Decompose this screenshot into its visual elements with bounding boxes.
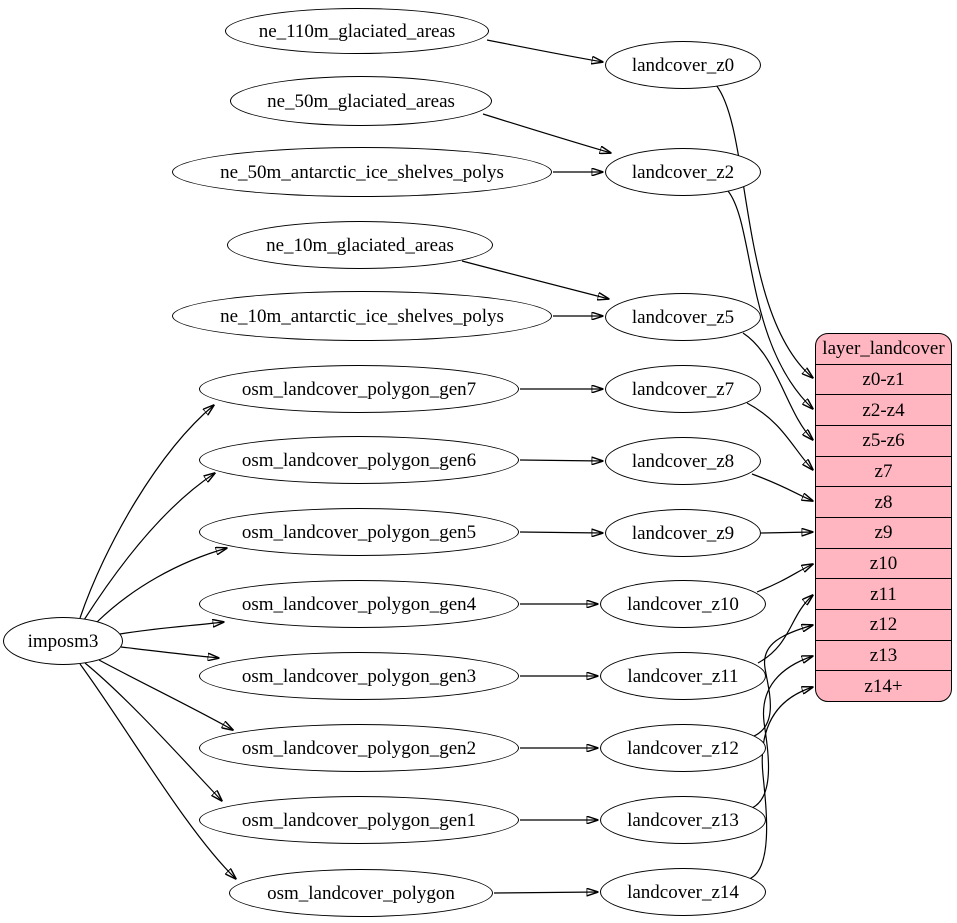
- edge-landcover_z11-to-layer_landcover-z11: [757, 595, 813, 664]
- node-landcover-z14: landcover_z14: [600, 868, 766, 916]
- node-imposm3: imposm3: [3, 617, 123, 665]
- node-label: landcover_z7: [631, 378, 735, 400]
- edge-imposm3-to-osm_landcover_polygon_gen6: [83, 473, 215, 621]
- node-label: osm_landcover_polygon_gen3: [241, 665, 477, 687]
- node-label: landcover_z5: [631, 306, 735, 328]
- record-row-z12: z12: [816, 609, 951, 640]
- record-row-z11: z11: [816, 578, 951, 609]
- record-row-z9: z9: [816, 517, 951, 548]
- node-landcover-z10: landcover_z10: [600, 580, 766, 628]
- node-osm-landcover-polygon-gen2: osm_landcover_polygon_gen2: [199, 724, 519, 772]
- edge-imposm3-to-osm_landcover_polygon_gen7: [79, 405, 214, 619]
- node-landcover-z0: landcover_z0: [605, 41, 761, 89]
- node-ne-110m-glaciated-areas: ne_110m_glaciated_areas: [225, 8, 489, 54]
- node-ne-50m-glaciated-areas: ne_50m_glaciated_areas: [230, 76, 492, 126]
- node-osm-landcover-polygon-gen4: osm_landcover_polygon_gen4: [199, 580, 519, 628]
- edge-imposm3-to-osm_landcover_polygon_gen5: [96, 548, 227, 623]
- edge-osm_landcover_polygon_gen5-to-landcover_z9: [519, 532, 603, 533]
- edge-landcover_z2-to-layer_landcover-z2-z4: [727, 190, 813, 409]
- node-osm-landcover-polygon-gen1: osm_landcover_polygon_gen1: [199, 796, 519, 844]
- edge-landcover_z5-to-layer_landcover-z5-z6: [742, 332, 813, 440]
- record-row-z14plus: z14+: [816, 670, 951, 701]
- edge-ne_50m_glaciated_areas-to-landcover_z2: [482, 113, 611, 153]
- node-label: osm_landcover_polygon_gen5: [241, 521, 477, 543]
- node-label: landcover_z0: [631, 54, 735, 76]
- node-label: landcover_z8: [631, 450, 735, 472]
- record-row-z10: z10: [816, 547, 951, 579]
- edge-imposm3-to-osm_landcover_polygon_gen2: [98, 659, 233, 730]
- record-row-z5-z6: z5-z6: [816, 425, 951, 456]
- node-label: landcover_z14: [627, 881, 739, 903]
- node-landcover-z11: landcover_z11: [600, 652, 766, 700]
- edge-osm_landcover_polygon-to-landcover_z14: [493, 892, 598, 893]
- node-label: osm_landcover_polygon: [267, 882, 455, 904]
- node-osm-landcover-polygon-gen7: osm_landcover_polygon_gen7: [199, 365, 519, 413]
- edge-landcover_z8-to-layer_landcover-z8: [751, 473, 813, 501]
- node-label: osm_landcover_polygon_gen6: [241, 449, 477, 471]
- edge-imposm3-to-osm_landcover_polygon: [79, 663, 236, 879]
- node-ne-50m-antarctic-ice-shelves-polys: ne_50m_antarctic_ice_shelves_polys: [172, 147, 552, 197]
- node-osm-landcover-polygon-gen5: osm_landcover_polygon_gen5: [199, 508, 519, 556]
- node-landcover-z2: landcover_z2: [605, 148, 761, 196]
- record-row-z0-z1: z0-z1: [816, 363, 951, 395]
- node-label: osm_landcover_polygon_gen2: [241, 737, 477, 759]
- edge-imposm3-to-osm_landcover_polygon_gen3: [120, 646, 219, 658]
- edge-ne_110m_glaciated_areas-to-landcover_z0: [486, 39, 603, 62]
- edge-imposm3-to-osm_landcover_polygon_gen4: [119, 622, 224, 635]
- record-layer-landcover: layer_landcover z0-z1 z2-z4 z5-z6 z7 z8 …: [815, 333, 952, 702]
- node-label: landcover_z13: [627, 809, 739, 831]
- node-osm-landcover-polygon-gen3: osm_landcover_polygon_gen3: [199, 652, 519, 700]
- node-osm-landcover-polygon: osm_landcover_polygon: [229, 869, 493, 917]
- edge-landcover_z10-to-layer_landcover-z10: [756, 564, 813, 593]
- record-row-z7: z7: [816, 455, 951, 487]
- edge-landcover_z13-to-layer_landcover-z13: [751, 656, 813, 809]
- edge-ne_10m_glaciated_areas-to-landcover_z5: [461, 260, 609, 299]
- edge-landcover_z7-to-layer_landcover-z7: [746, 402, 813, 470]
- node-label: landcover_z11: [627, 665, 739, 687]
- record-row-z2-z4: z2-z4: [816, 394, 951, 425]
- node-landcover-z12: landcover_z12: [600, 724, 766, 772]
- node-label: ne_50m_glaciated_areas: [267, 90, 455, 112]
- record-title: layer_landcover: [822, 338, 945, 360]
- node-label: ne_50m_antarctic_ice_shelves_polys: [220, 161, 504, 183]
- node-landcover-z9: landcover_z9: [605, 509, 761, 557]
- node-imposm3-label: imposm3: [27, 630, 99, 652]
- node-label: ne_10m_antarctic_ice_shelves_polys: [220, 305, 504, 327]
- edge-landcover_z9-to-layer_landcover-z9: [760, 532, 813, 533]
- node-label: landcover_z9: [631, 522, 735, 544]
- edge-landcover_z12-to-layer_landcover-z12: [753, 625, 813, 737]
- node-ne-10m-glaciated-areas: ne_10m_glaciated_areas: [227, 221, 493, 269]
- record-row-z13: z13: [816, 639, 951, 671]
- node-landcover-z8: landcover_z8: [605, 437, 761, 485]
- node-osm-landcover-polygon-gen6: osm_landcover_polygon_gen6: [199, 436, 519, 484]
- node-label: landcover_z12: [627, 737, 739, 759]
- node-label: landcover_z10: [627, 593, 739, 615]
- node-label: osm_landcover_polygon_gen4: [241, 593, 477, 615]
- edge-landcover_z0-to-layer_landcover-z0-z1: [715, 84, 813, 378]
- edge-landcover_z14-to-layer_landcover-z14plus: [748, 687, 813, 880]
- record-row-z8: z8: [816, 486, 951, 517]
- node-label: landcover_z2: [631, 161, 735, 183]
- node-label: ne_110m_glaciated_areas: [258, 20, 456, 42]
- node-label: ne_10m_glaciated_areas: [266, 234, 454, 256]
- node-landcover-z5: landcover_z5: [605, 293, 761, 341]
- node-label: osm_landcover_polygon_gen1: [241, 809, 477, 831]
- node-landcover-z13: landcover_z13: [600, 796, 766, 844]
- edge-osm_landcover_polygon_gen6-to-landcover_z8: [519, 460, 603, 461]
- node-label: osm_landcover_polygon_gen7: [241, 378, 477, 400]
- node-ne-10m-antarctic-ice-shelves-polys: ne_10m_antarctic_ice_shelves_polys: [172, 291, 552, 341]
- node-landcover-z7: landcover_z7: [605, 365, 761, 413]
- edge-imposm3-to-osm_landcover_polygon_gen1: [84, 662, 222, 801]
